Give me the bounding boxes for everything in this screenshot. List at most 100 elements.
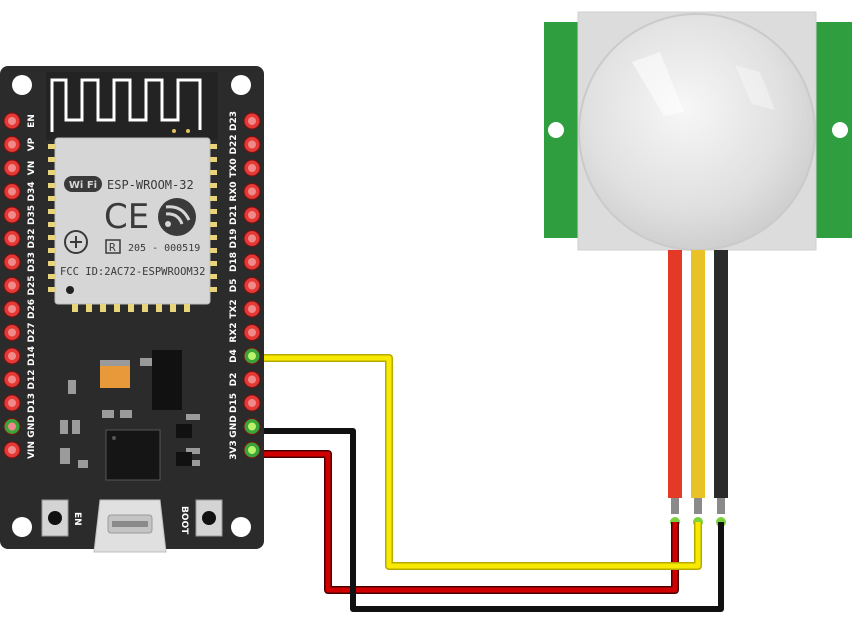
- pir-lens-highlight: [632, 52, 684, 116]
- ce-mark: CE: [104, 197, 149, 237]
- right-pin-header: D23D22TX0RX0D21D19D18D5TX2RX2D4D2D15GND3…: [229, 111, 261, 460]
- left-pin-hole-vin: [8, 446, 16, 454]
- smd-parts: [60, 380, 200, 468]
- en-button[interactable]: [41, 499, 69, 537]
- right-pin-label-tx0: TX0: [229, 158, 239, 177]
- left-pin-label-vn: VN: [27, 161, 37, 176]
- right-pin-hole-d5: [248, 281, 256, 290]
- right-pin-label-d2: D2: [229, 373, 239, 387]
- left-pin-hole-d27: [8, 328, 16, 337]
- left-pin-label-gnd: GND: [27, 415, 37, 437]
- left-pin-hole-en: [8, 117, 16, 125]
- right-pin-hole-d18: [248, 258, 256, 266]
- r-mark: R: [109, 241, 116, 254]
- right-pin-label-rx2: RX2: [229, 322, 239, 342]
- regulator: [152, 350, 182, 410]
- left-pin-hole-d34: [8, 187, 16, 196]
- wire-ground[interactable]: [252, 428, 724, 612]
- right-pin-hole-tx2: [248, 305, 256, 313]
- antenna-dot-1: [172, 129, 176, 133]
- left-pin-hole-gnd: [8, 422, 16, 431]
- right-pin-hole-rx2: [248, 328, 256, 337]
- right-pin-hole-d21: [248, 211, 256, 219]
- left-pin-label-d33: D33: [27, 252, 37, 272]
- espressif-icon: [158, 198, 196, 236]
- reg-line: 205 - 000519: [128, 243, 200, 254]
- left-pin-hole-d26: [8, 305, 16, 313]
- mount-hole-tl: [12, 75, 32, 95]
- left-pin-label-d34: D34: [27, 182, 37, 202]
- left-pin-label-d25: D25: [27, 276, 37, 296]
- left-pin-label-d12: D12: [27, 370, 37, 390]
- right-pin-hole-gnd: [248, 422, 256, 431]
- right-pin-label-d23: D23: [229, 111, 239, 131]
- wire-signal[interactable]: [252, 354, 702, 570]
- pir-mount-hole-left: [548, 122, 564, 138]
- right-pin-label-d4: D4: [229, 349, 239, 363]
- pir-pin-gnd: [717, 498, 725, 514]
- right-pin-hole-d4: [248, 352, 256, 360]
- pir-lead-vcc: [668, 250, 682, 498]
- boot-button-label: BOOT: [179, 506, 189, 535]
- left-pin-label-d13: D13: [27, 393, 37, 413]
- left-pin-label-d35: D35: [27, 205, 37, 225]
- pir-mount-hole-right: [832, 122, 848, 138]
- mount-hole-tr: [231, 75, 251, 95]
- pir-lead-gnd: [714, 250, 728, 498]
- right-pin-label-rx0: RX0: [229, 181, 239, 201]
- right-pin-label-3v3: 3V3: [229, 440, 239, 460]
- pir-lead-out: [691, 250, 705, 498]
- right-pin-label-d19: D19: [229, 229, 239, 249]
- left-pin-hole-d13: [8, 399, 16, 407]
- right-pin-label-d21: D21: [229, 205, 239, 225]
- left-pin-hole-d33: [8, 258, 16, 266]
- boot-button[interactable]: [195, 499, 223, 537]
- mount-hole-bl: [12, 517, 32, 537]
- left-pin-label-d14: D14: [27, 346, 37, 366]
- left-pin-label-d32: D32: [27, 229, 37, 249]
- left-pin-hole-d14: [8, 352, 16, 360]
- r-mark-box: [105, 239, 121, 254]
- left-pin-hole-d25: [8, 281, 16, 290]
- wires: [252, 354, 724, 612]
- transistor-2: [176, 452, 192, 466]
- wifi-logo-badge: [64, 176, 102, 192]
- module-pin1-dot: [66, 286, 74, 294]
- right-pin-hole-3v3: [248, 446, 256, 454]
- module-castellations: [48, 144, 217, 312]
- en-button-label: EN: [72, 512, 82, 526]
- wifi-logo-text: Wi Fi: [69, 180, 97, 191]
- right-pin-label-d15: D15: [229, 393, 239, 413]
- right-pin-label-d22: D22: [229, 135, 239, 155]
- left-pin-label-vin: VIN: [27, 441, 37, 459]
- left-pin-hole-d12: [8, 375, 16, 384]
- left-pin-label-d27: D27: [27, 323, 37, 343]
- left-pin-hole-vp: [8, 140, 16, 149]
- right-pin-hole-d15: [248, 399, 256, 407]
- right-pin-hole-d22: [248, 140, 256, 149]
- right-pin-hole-rx0: [248, 187, 256, 196]
- left-pin-header: ENVPVND34D35D32D33D25D26D27D14D12D13GNDV…: [3, 112, 37, 459]
- regulator-tab: [140, 358, 152, 366]
- left-pin-hole-d35: [8, 211, 16, 219]
- left-pin-label-en: EN: [27, 114, 37, 128]
- esp32-board: Wi Fi ESP-WROOM-32 CE R 205 - 000519 FCC…: [0, 66, 264, 553]
- pir-pin-vcc: [671, 498, 679, 514]
- right-pin-hole-d19: [248, 234, 256, 243]
- right-pin-hole-d2: [248, 375, 256, 384]
- left-pin-label-d26: D26: [27, 299, 37, 319]
- left-pin-hole-vn: [8, 164, 16, 172]
- right-pin-hole-tx0: [248, 164, 256, 172]
- antenna-dot-2: [186, 129, 190, 133]
- chip-pin1: [112, 436, 116, 440]
- right-pin-label-d18: D18: [229, 252, 239, 272]
- pcb-antenna: [50, 78, 202, 132]
- pir-lens-highlight-2: [735, 65, 775, 110]
- right-pin-label-tx2: TX2: [229, 299, 239, 318]
- module-name: ESP-WROOM-32: [107, 178, 194, 192]
- recycle-icon: [64, 230, 88, 254]
- fcc-line: FCC ID:2AC72-ESPWROOM32: [60, 266, 205, 278]
- transistor-1: [176, 424, 192, 438]
- micro-usb-port[interactable]: [93, 499, 167, 553]
